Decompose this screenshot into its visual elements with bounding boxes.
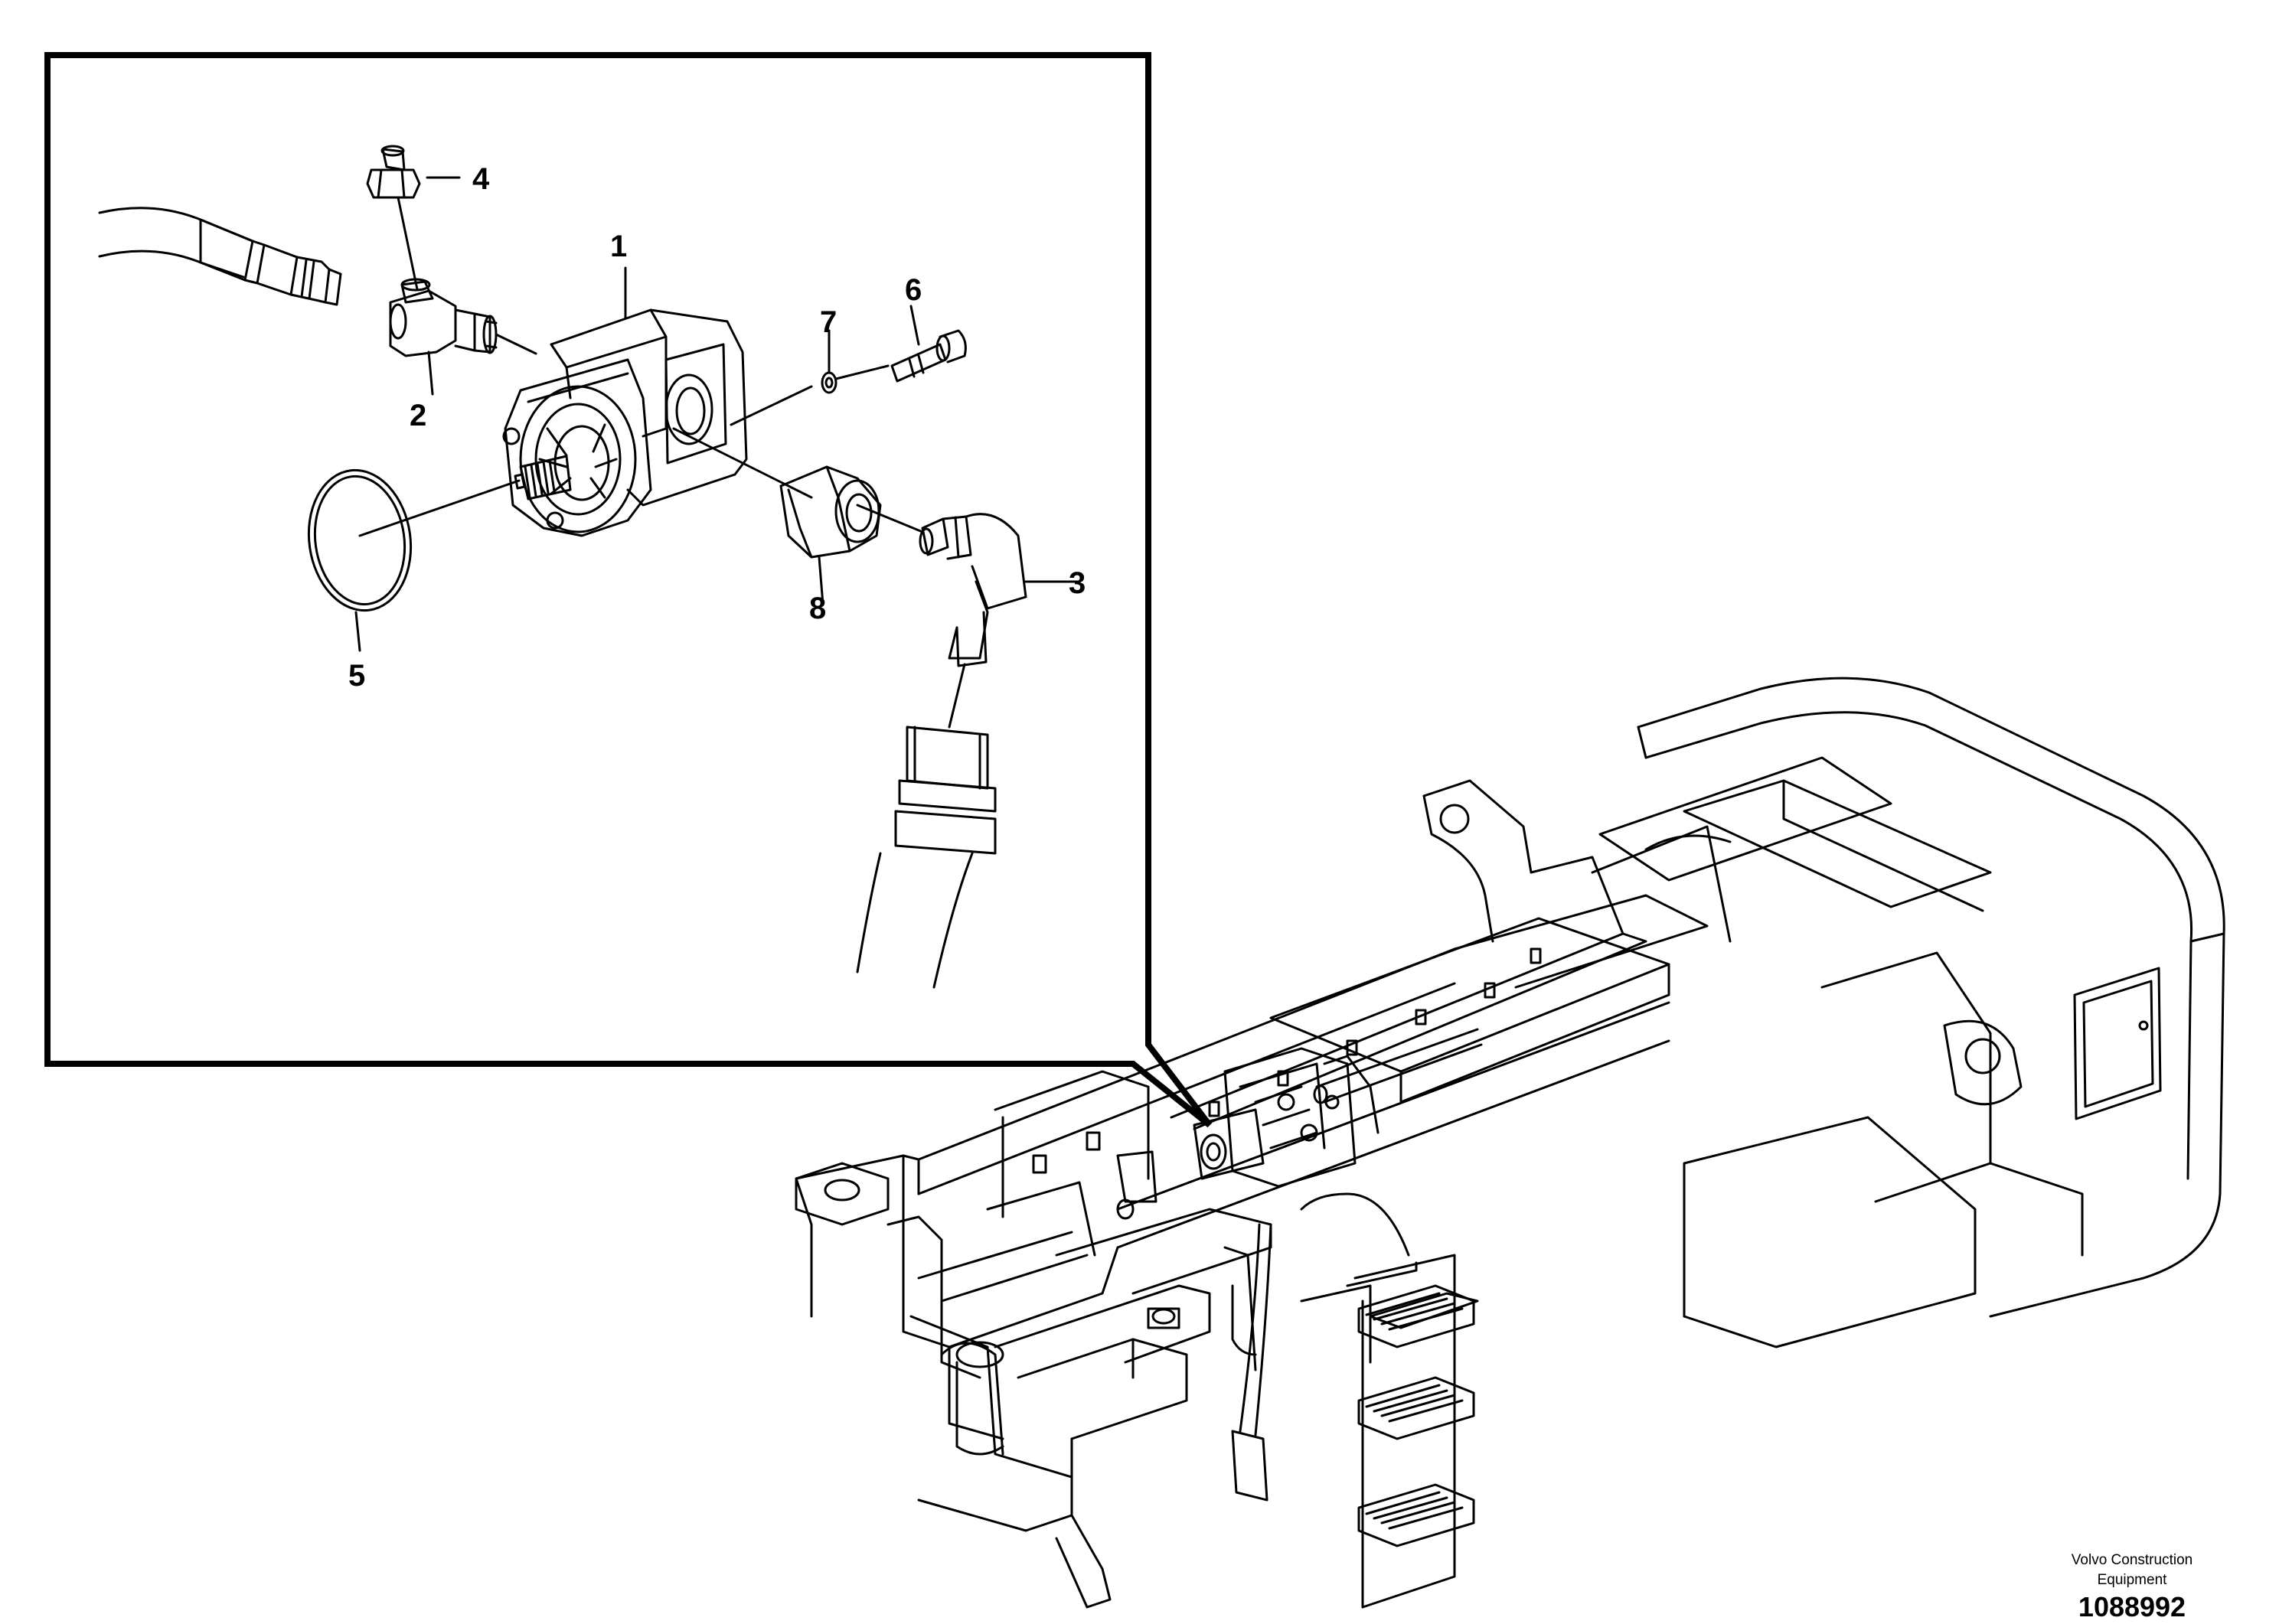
callout-2: 2 (410, 399, 426, 432)
part-6-screw (890, 305, 967, 383)
installed-valve-block (1193, 1047, 1379, 1188)
machine-frame (795, 677, 2225, 1609)
document-number: 1088992 (2078, 1591, 2186, 1622)
part-7-washer (821, 329, 890, 394)
callout-7: 7 (820, 305, 837, 339)
part-4-plug (366, 145, 421, 291)
callout-6: 6 (905, 273, 922, 307)
access-steps (1300, 1192, 1479, 1609)
publisher-line-2: Equipment (2097, 1572, 2167, 1588)
part-8-adapter (779, 465, 924, 606)
publisher-credit: Volvo Construction Equipment 1088992 (2032, 1551, 2232, 1624)
part-2-tee (389, 278, 537, 396)
publisher-line-1: Volvo Construction (2071, 1552, 2193, 1568)
hose-left (98, 207, 342, 306)
detail-callout-box (44, 52, 1213, 1128)
part-3-elbow (919, 513, 1081, 729)
hose-lower (856, 726, 997, 989)
callout-1: 1 (610, 230, 627, 263)
callout-4: 4 (472, 162, 490, 196)
part-1-pump (358, 266, 813, 537)
part-5-oring (307, 468, 413, 652)
callout-8: 8 (809, 592, 826, 625)
callout-5: 5 (348, 659, 365, 693)
callout-3: 3 (1069, 566, 1086, 600)
